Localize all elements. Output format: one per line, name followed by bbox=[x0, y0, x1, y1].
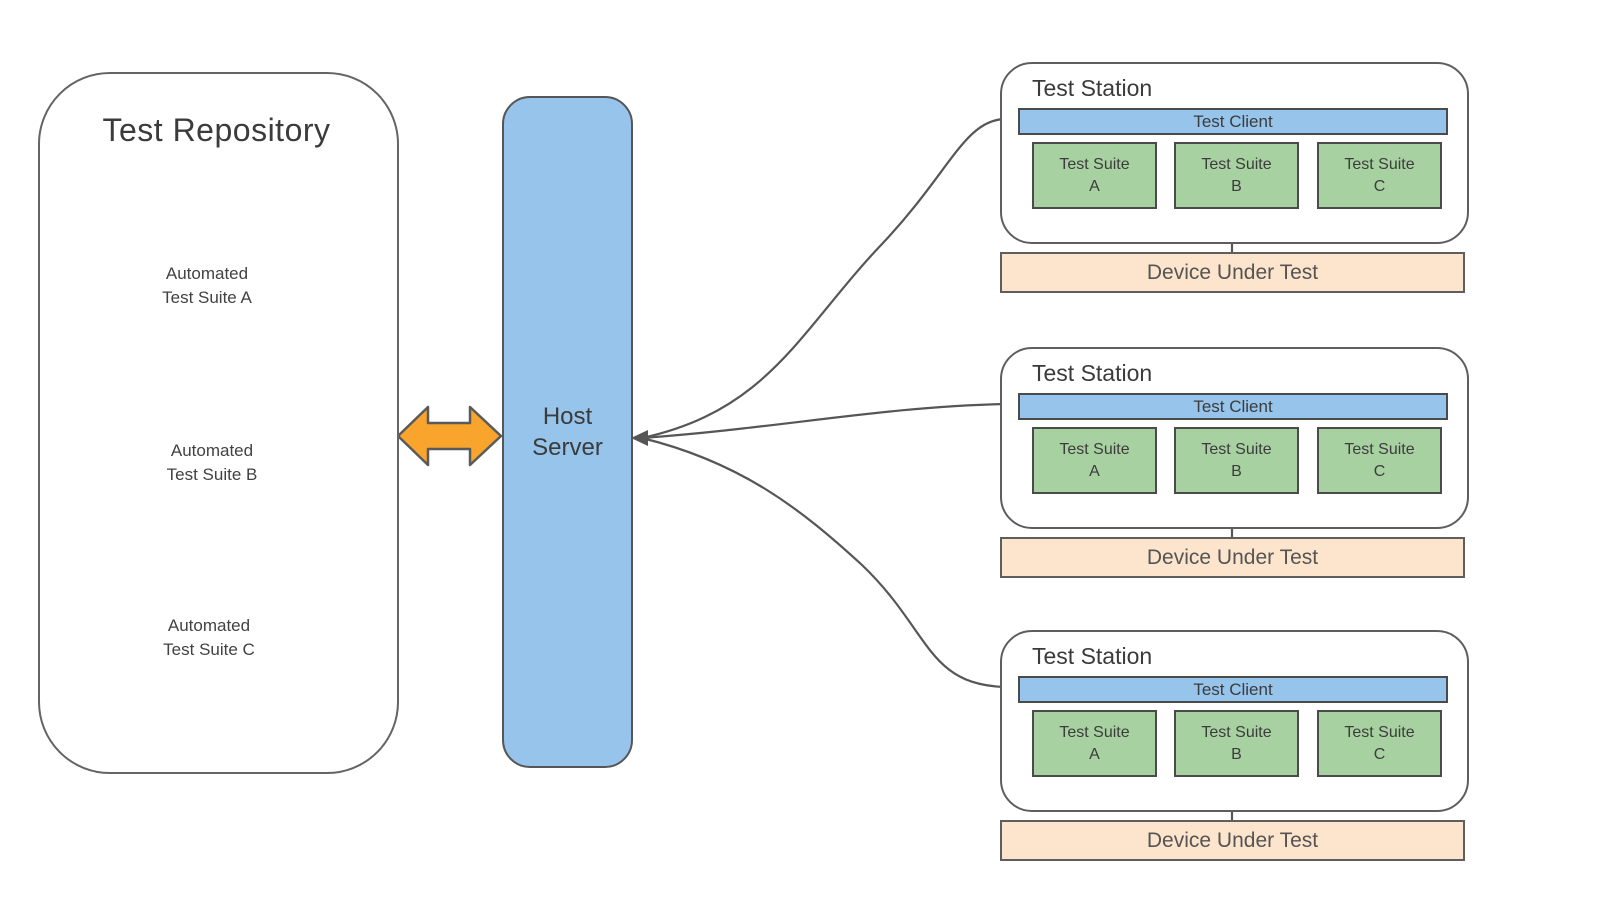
suite-label-line1: Test Suite bbox=[1201, 440, 1272, 458]
test-station-2-suite-c: Test Suite C bbox=[1317, 427, 1442, 494]
test-station-3: Test Station Test Client Test Suite A Te… bbox=[1000, 630, 1469, 812]
suite-label-line2: A bbox=[1089, 745, 1100, 763]
bidirectional-arrow-icon bbox=[396, 405, 503, 467]
host-server-label-line2: Server bbox=[532, 434, 603, 461]
document-label-b: Automated Test Suite B bbox=[150, 439, 274, 487]
device-under-test-1: Device Under Test bbox=[1000, 252, 1465, 293]
suite-label-line2: B bbox=[1231, 177, 1242, 195]
suite-label-line2: B bbox=[1231, 462, 1242, 480]
test-station-3-client: Test Client bbox=[1018, 676, 1448, 703]
document-label-c-line1: Automated bbox=[167, 616, 251, 635]
test-station-1-suite-a: Test Suite A bbox=[1032, 142, 1157, 209]
test-repository-title: Test Repository bbox=[102, 112, 331, 148]
suite-label-line1: Test Suite bbox=[1344, 155, 1415, 173]
host-server-box: Host Server bbox=[502, 96, 633, 768]
test-station-3-title: Test Station bbox=[1032, 643, 1153, 669]
arrowhead-left-icon bbox=[631, 430, 648, 446]
suite-label-line1: Test Suite bbox=[1201, 723, 1272, 741]
suite-label-line1: Test Suite bbox=[1344, 440, 1415, 458]
suite-label-line1: Test Suite bbox=[1059, 440, 1130, 458]
test-station-1: Test Station Test Client Test Suite A Te… bbox=[1000, 62, 1469, 244]
connector-host-to-station-1 bbox=[641, 117, 1005, 440]
suite-label-line1: Test Suite bbox=[1059, 723, 1130, 741]
host-server-label-line1: Host bbox=[542, 403, 593, 430]
connector-host-to-station-3 bbox=[641, 436, 1005, 689]
device-under-test-3: Device Under Test bbox=[1000, 820, 1465, 861]
test-repository-box bbox=[38, 72, 399, 774]
test-station-3-suite-c: Test Suite C bbox=[1317, 710, 1442, 777]
document-label-a: Automated Test Suite A bbox=[145, 262, 269, 310]
test-station-1-suite-c: Test Suite C bbox=[1317, 142, 1442, 209]
test-station-2-suite-a: Test Suite A bbox=[1032, 427, 1157, 494]
test-station-2: Test Station Test Client Test Suite A Te… bbox=[1000, 347, 1469, 529]
test-station-1-title: Test Station bbox=[1032, 75, 1153, 101]
test-station-2-suite-b: Test Suite B bbox=[1174, 427, 1299, 494]
document-label-c-line2: Test Suite C bbox=[163, 640, 255, 659]
test-station-1-client: Test Client bbox=[1018, 108, 1448, 135]
document-label-c: Automated Test Suite C bbox=[147, 614, 271, 662]
test-station-2-title: Test Station bbox=[1032, 360, 1153, 386]
test-station-2-client: Test Client bbox=[1018, 393, 1448, 420]
connector-host-to-station-2 bbox=[641, 402, 1005, 440]
suite-label-line1: Test Suite bbox=[1201, 155, 1272, 173]
test-station-3-suite-b: Test Suite B bbox=[1174, 710, 1299, 777]
suite-label-line1: Test Suite bbox=[1059, 155, 1130, 173]
suite-label-line2: B bbox=[1231, 745, 1242, 763]
suite-label-line2: A bbox=[1089, 462, 1100, 480]
suite-label-line2: C bbox=[1373, 462, 1386, 480]
test-station-1-suite-b: Test Suite B bbox=[1174, 142, 1299, 209]
document-label-b-line1: Automated bbox=[170, 441, 254, 460]
document-label-b-line2: Test Suite B bbox=[166, 465, 258, 484]
test-station-3-suite-a: Test Suite A bbox=[1032, 710, 1157, 777]
suite-label-line2: A bbox=[1089, 177, 1100, 195]
document-label-a-line1: Automated bbox=[165, 264, 249, 283]
document-label-a-line2: Test Suite A bbox=[162, 288, 252, 307]
suite-label-line2: C bbox=[1373, 745, 1386, 763]
device-under-test-2: Device Under Test bbox=[1000, 537, 1465, 578]
suite-label-line2: C bbox=[1373, 177, 1386, 195]
suite-label-line1: Test Suite bbox=[1344, 723, 1415, 741]
